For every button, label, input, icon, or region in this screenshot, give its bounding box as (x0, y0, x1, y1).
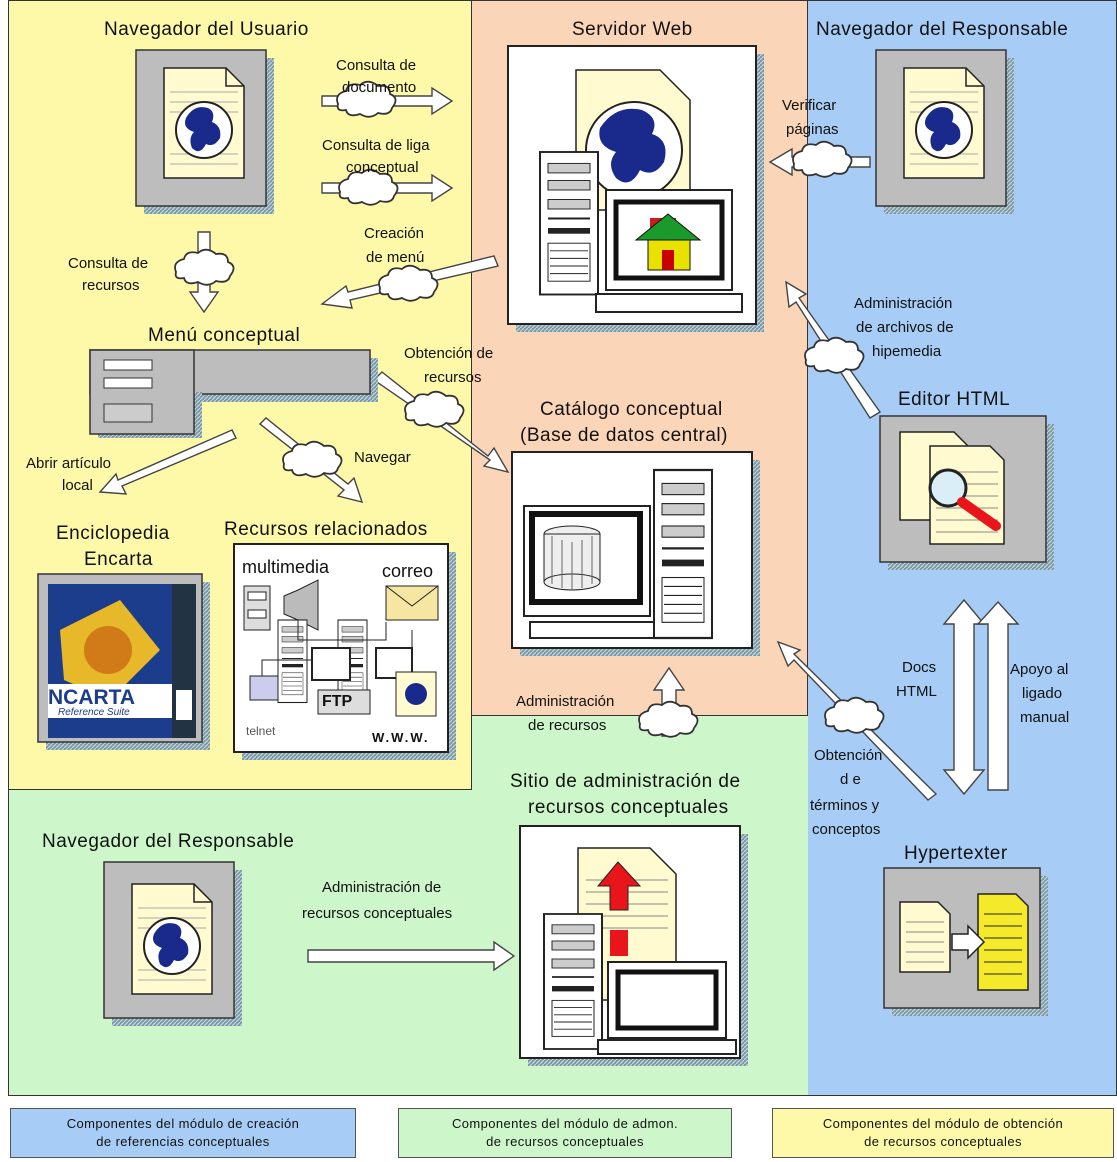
edge-admin-hipermedia-1: Administración (854, 295, 953, 312)
hypertexter-icon (883, 867, 1048, 1016)
arrow-docs-html (942, 598, 986, 796)
edge-consulta-recursos-2: recursos (82, 277, 140, 294)
encarta-label-1: Enciclopedia (56, 523, 170, 544)
catalog-label-2: (Base de datos central) (520, 425, 728, 446)
legend-yellow: Componentes del módulo de obtención de r… (772, 1108, 1114, 1158)
legend-blue: Componentes del módulo de creación de re… (10, 1108, 356, 1158)
edge-verificar-1: Verificar (782, 97, 837, 114)
edge-admin-hipermedia-2: de archivos de (856, 319, 954, 336)
concept-menu-label: Menú conceptual (148, 325, 301, 346)
legend-yellow-line1: Componentes del módulo de obtención (822, 1116, 1064, 1131)
legend-green-line2: de recursos conceptuales (486, 1133, 644, 1149)
admin-site-icon (519, 825, 748, 1066)
concept-menu-icon (89, 349, 378, 438)
web-server-label: Servidor Web (572, 19, 693, 40)
hypertexter-label: Hypertexter (904, 843, 1008, 864)
edge-admin-hipermedia-3: hipemedia (872, 343, 942, 360)
resp-browser-bottom-label: Navegador del Responsable (42, 831, 295, 852)
legend-green-line1: Componentes del módulo de admon. (452, 1116, 678, 1131)
www-label: W.W.W. (372, 730, 430, 745)
related-resources-label: Recursos relacionados (224, 519, 428, 540)
edge-creacion-menu-1: Creación (364, 225, 425, 242)
encarta-box-sub: Reference Suite (58, 707, 130, 718)
admin-site-label-1: Sitio de administración de (510, 771, 741, 792)
edge-abrir-articulo-1: Abrir artículo (26, 455, 112, 472)
edge-consulta-documento-2: documento (342, 79, 417, 96)
resp-browser-top-label: Navegador del Responsable (816, 19, 1069, 40)
arrow-admin-recursos-conceptuales (307, 940, 516, 972)
edge-consulta-liga-1: Consulta de liga (322, 137, 430, 154)
html-editor-label: Editor HTML (898, 389, 1011, 410)
edge-apoyo-ligado-1: Apoyo al (1010, 661, 1069, 678)
edge-obtencion-terminos-4: conceptos (812, 821, 881, 838)
html-editor-icon (879, 415, 1054, 570)
encarta-icon (37, 573, 210, 750)
catalog-label-1: Catálogo conceptual (540, 399, 723, 420)
legend-yellow-line2: de recursos conceptuales (864, 1133, 1022, 1149)
edge-navegar: Navegar (354, 449, 411, 466)
resp-browser-bottom-icon (103, 861, 243, 1027)
encarta-label-2: Encarta (84, 549, 153, 570)
edge-verificar-2: páginas (786, 121, 839, 138)
edge-admin-recursos-2: de recursos (528, 717, 607, 734)
edge-docs-html-2: HTML (896, 683, 937, 700)
edge-obtencion-terminos-2: d e (840, 771, 861, 788)
arrow-abrir-articulo (98, 429, 237, 495)
arrow-apoyo-ligado (976, 600, 1020, 791)
user-browser-icon (135, 49, 275, 215)
edge-abrir-articulo-2: local (62, 477, 93, 494)
web-server-icon (507, 45, 764, 332)
edge-consulta-liga-2: conceptual (346, 159, 419, 176)
catalog-icon (511, 451, 760, 656)
edge-apoyo-ligado-3: manual (1020, 709, 1070, 726)
edge-docs-html-1: Docs (902, 659, 937, 676)
resp-browser-top-icon (875, 49, 1015, 215)
ftp-label: FTP (322, 693, 353, 710)
edge-admin-rc-1: Administración de (322, 879, 442, 896)
edge-creacion-menu-2: de menú (366, 249, 425, 266)
edge-obtencion-terminos-3: términos y (810, 797, 880, 814)
encarta-box-title: NCARTA (48, 686, 136, 709)
edge-obtencion-recursos-2: recursos (424, 369, 482, 386)
edge-apoyo-ligado-2: ligado (1022, 685, 1063, 702)
related-resources-icon (233, 543, 456, 760)
legend-blue-line2: de referencias conceptuales (96, 1133, 270, 1149)
edge-admin-recursos-1: Administración (516, 693, 615, 710)
admin-site-label-2: recursos conceptuales (528, 797, 729, 818)
mail-label: correo (382, 561, 434, 581)
edge-consulta-recursos-1: Consulta de (68, 255, 149, 272)
telnet-label: telnet (246, 724, 276, 738)
edge-admin-rc-2: recursos conceptuales (302, 905, 453, 922)
legend-blue-line1: Componentes del módulo de creación (66, 1116, 300, 1131)
legend-green: Componentes del módulo de admon. de recu… (398, 1108, 732, 1158)
edge-obtencion-recursos-1: Obtención de (404, 345, 494, 362)
user-browser-label: Navegador del Usuario (104, 19, 309, 40)
multimedia-label: multimedia (242, 557, 330, 577)
edge-obtencion-terminos-1: Obtención (814, 747, 883, 764)
edge-consulta-documento-1: Consulta de (336, 57, 417, 74)
